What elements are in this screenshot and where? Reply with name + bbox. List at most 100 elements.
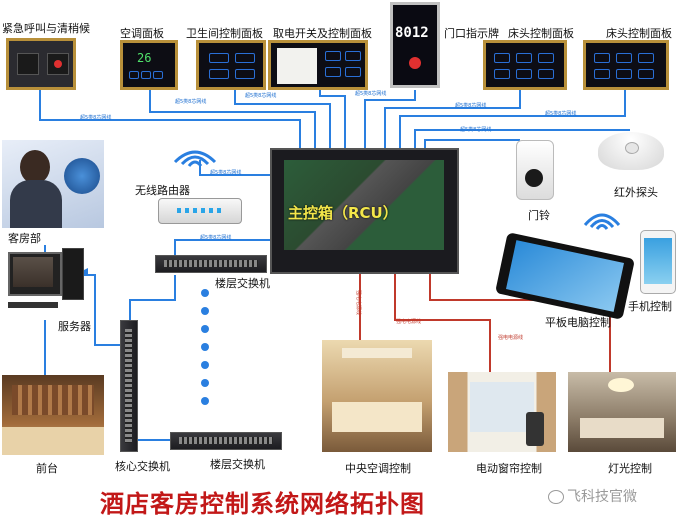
cable-caption: 超5类8芯网线 (80, 115, 112, 121)
thermostat-display: 26 (137, 51, 152, 65)
server-monitor (8, 252, 62, 296)
ir-sensor-label: 红外探头 (614, 186, 658, 199)
door-sign: 8012 (390, 2, 440, 88)
power-caption: 强电电源线 (355, 290, 361, 316)
bathroom-panel-label: 卫生间控制面板 (186, 27, 263, 40)
switch-button[interactable] (638, 53, 654, 63)
bedside-panel-2 (583, 40, 669, 90)
power-caption: 强电电源线 (396, 319, 422, 325)
dots (201, 289, 209, 405)
card-slot[interactable] (277, 48, 317, 84)
watermark-text: 飞科技官微 (567, 489, 637, 505)
guest-dept-label: 客房部 (8, 232, 41, 245)
aircon-panel-label: 空调面板 (120, 27, 164, 40)
watermark: 飞科技官微 (548, 486, 637, 506)
server-tower (62, 248, 84, 300)
aircon-button[interactable] (153, 71, 163, 79)
front-desk-label: 前台 (36, 462, 58, 475)
cable-emergency (39, 90, 301, 150)
cable-switch-core (129, 275, 176, 320)
aircon-panel: 26 (120, 40, 178, 90)
switch-button[interactable] (325, 67, 341, 77)
switch-button[interactable] (594, 69, 610, 79)
cable-caption: 超5类8芯网线 (455, 103, 487, 109)
cable-caption: 超5类8芯网线 (210, 170, 242, 176)
cable-caption: 超5类8芯网线 (460, 127, 492, 133)
cable-core-server (80, 274, 125, 346)
switch-button[interactable] (235, 53, 255, 63)
lighting-photo (568, 372, 676, 452)
guest-dept-photo (2, 140, 104, 228)
door-sign-label: 门口指示牌 (444, 27, 499, 40)
core-switch-label: 核心交换机 (115, 460, 170, 473)
cable-ir (414, 129, 630, 150)
switch-button[interactable] (494, 69, 510, 79)
switch-button[interactable] (325, 51, 341, 61)
switch-button[interactable] (638, 69, 654, 79)
aircon-button[interactable] (141, 71, 151, 79)
diagram-title: 酒店客房控制系统网络拓扑图 (100, 489, 425, 518)
core-switch (120, 320, 138, 452)
floor-switch-1-label: 楼层交换机 (215, 277, 270, 290)
switch-button[interactable] (235, 69, 255, 79)
floor-switch-2-label: 楼层交换机 (210, 458, 265, 471)
floor-switch-2 (170, 432, 282, 450)
power-caption: 强电电源线 (498, 335, 524, 341)
power-switch-panel (268, 40, 368, 90)
cable-caption: 超5类8芯网线 (545, 111, 577, 117)
wechat-icon (548, 490, 564, 504)
cable-bedside2 (399, 90, 626, 150)
switch-button[interactable] (494, 53, 510, 63)
wifi-icon (173, 150, 217, 167)
cable-powerswitch (319, 90, 346, 150)
switch-button[interactable] (594, 53, 610, 63)
bedside-panel-1 (483, 40, 567, 90)
curtain-photo (448, 372, 556, 452)
cable-caption: 超5类8芯网线 (200, 235, 232, 241)
aircon-button[interactable] (129, 71, 139, 79)
ir-sensor (598, 132, 664, 170)
phone-label: 手机控制 (628, 300, 672, 313)
power-switch-label: 取电开关及控制面板 (273, 27, 372, 40)
keyboard (8, 302, 58, 308)
router (158, 198, 242, 224)
switch-button[interactable] (538, 53, 554, 63)
cable-bedside1 (384, 90, 521, 150)
switch-button[interactable] (616, 53, 632, 63)
emergency-panel (6, 38, 76, 90)
phone (640, 230, 676, 294)
lighting-label: 灯光控制 (608, 462, 652, 475)
room-number: 8012 (395, 25, 429, 41)
emergency-label: 紧急呼叫与清稍候 (2, 22, 90, 35)
switch-button[interactable] (209, 69, 229, 79)
cable-caption: 超5类8芯网线 (355, 91, 387, 97)
router-label: 无线路由器 (135, 184, 190, 197)
power-curtain (394, 245, 491, 372)
switch-button[interactable] (516, 53, 532, 63)
bedside-panel-1-label: 床头控制面板 (508, 27, 574, 40)
dnd-indicator (409, 57, 421, 69)
rcu-label: 主控箱（RCU） (288, 204, 398, 222)
switch-button[interactable] (345, 67, 361, 77)
switch-button[interactable] (538, 69, 554, 79)
tablet-label: 平板电脑控制 (545, 316, 611, 329)
arrows (80, 268, 88, 276)
rcu-box: 主控箱（RCU） (270, 148, 459, 274)
doorbell (516, 140, 554, 200)
cable-aircon (149, 90, 316, 150)
bedside-panel-2-label: 床头控制面板 (606, 27, 672, 40)
bell-icon (525, 169, 543, 187)
bathroom-panel (196, 40, 266, 90)
curtain-label: 电动窗帘控制 (476, 462, 542, 475)
central-ac-photo (322, 340, 432, 452)
switch-button[interactable] (616, 69, 632, 79)
emergency-button[interactable] (47, 53, 69, 75)
switch-button[interactable] (345, 51, 361, 61)
wifi-icon (583, 213, 621, 230)
cable-caption: 超5类8芯网线 (175, 99, 207, 105)
switch-button[interactable] (516, 69, 532, 79)
clean-button[interactable] (17, 53, 39, 75)
server-label: 服务器 (58, 320, 91, 333)
cable-rcu-switch (174, 239, 270, 255)
switch-button[interactable] (209, 53, 229, 63)
